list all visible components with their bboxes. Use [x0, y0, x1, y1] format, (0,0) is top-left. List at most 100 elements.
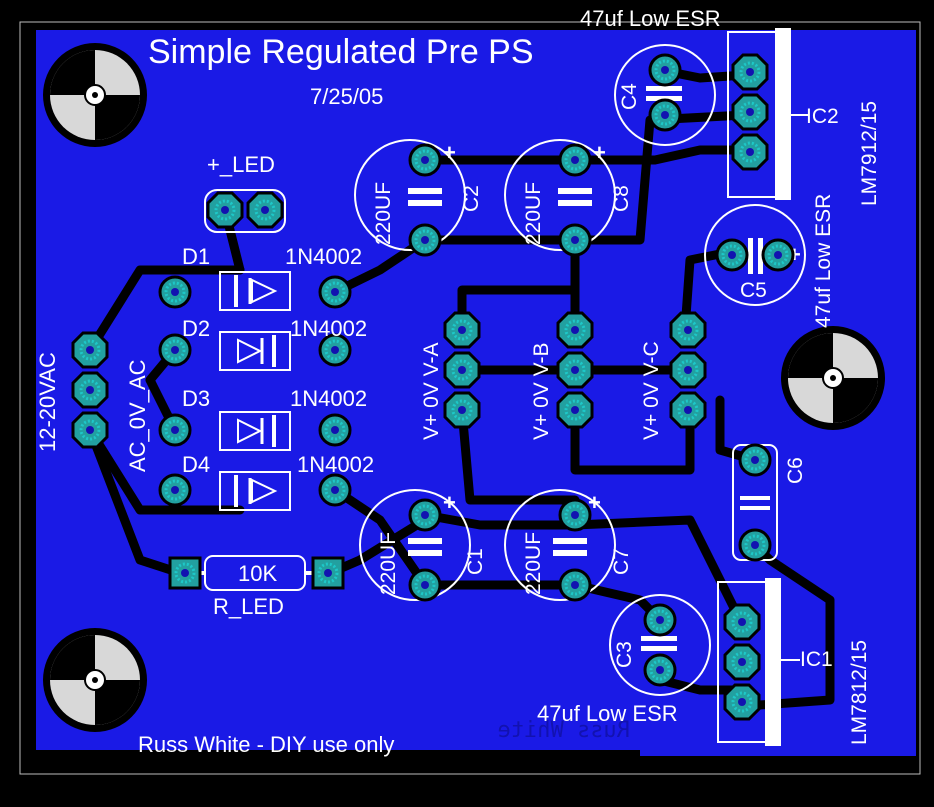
cap-c1-value: 220UF: [377, 532, 400, 595]
resistor-value: 10K: [238, 561, 277, 586]
cap-plate: [758, 238, 763, 274]
c4-note: 47uf Low ESR: [580, 6, 721, 31]
pad: [311, 556, 345, 590]
diode-outlines: [219, 271, 291, 511]
plus-icon: +: [443, 140, 456, 165]
trace: [85, 265, 245, 355]
pad: [408, 498, 442, 532]
pad: [206, 191, 244, 229]
pad: [558, 223, 592, 257]
plus-icon: +: [443, 490, 456, 515]
ic1-tab: [765, 578, 781, 746]
pad: [738, 443, 772, 477]
pad: [648, 53, 682, 87]
trace: [420, 110, 750, 245]
cap-plate: [408, 200, 442, 206]
cap-plate: [740, 496, 770, 500]
diode-d4: [219, 471, 291, 511]
pad: [443, 391, 481, 429]
plus-icon: +: [593, 140, 606, 165]
pad: [158, 413, 192, 447]
pad: [731, 53, 769, 91]
pad: [556, 311, 594, 349]
pad: [71, 371, 109, 409]
cap-plate: [408, 188, 442, 194]
pad: [318, 275, 352, 309]
diode-d1-name: D1: [182, 244, 210, 269]
cap-c2-value: 220UF: [372, 182, 395, 245]
pad: [723, 683, 761, 721]
cap-c8-value: 220UF: [522, 182, 545, 245]
cap-plate: [641, 636, 677, 641]
pad: [648, 98, 682, 132]
pad: [71, 411, 109, 449]
cap-plate: [408, 538, 442, 544]
pad: [168, 556, 202, 590]
pad: [723, 643, 761, 681]
cap-c8-name: C8: [610, 185, 633, 212]
board-outline: [19, 21, 921, 775]
diode-icon: [251, 278, 278, 304]
cap-c5-name: C5: [740, 279, 767, 302]
output-c-label: V+ 0V V-C: [640, 341, 663, 440]
cap-outline-c2: [354, 139, 466, 251]
pad: [731, 133, 769, 171]
diode-icon: [237, 418, 263, 444]
cap-c1-name: C1: [464, 548, 487, 575]
pad: [556, 391, 594, 429]
pad: [71, 331, 109, 369]
pad: [318, 413, 352, 447]
cap-plate: [408, 550, 442, 556]
cap-c7-name: C7: [610, 548, 633, 575]
input-pins-label: AC_0V_AC: [125, 359, 150, 472]
mounting-hole-icon: [43, 43, 147, 147]
trace: [85, 425, 245, 515]
diode-d4-part: 1N4002: [297, 452, 374, 477]
led-outline: [204, 189, 286, 233]
regulators: [717, 28, 808, 746]
silkscreen-text: Simple Regulated Pre PS 7/25/05 Russ Whi…: [35, 6, 881, 757]
diode-d4-name: D4: [182, 452, 210, 477]
pad: [643, 653, 677, 687]
cap-outline-c7: [504, 489, 616, 601]
plus-icon: +: [588, 490, 601, 515]
diode-d2-name: D2: [182, 316, 210, 341]
c3-note: 47uf Low ESR: [537, 701, 678, 726]
pad: [408, 143, 442, 177]
diode-d3-part: 1N4002: [290, 386, 367, 411]
trace: [655, 675, 745, 695]
ic2-part: LM7912/15: [858, 101, 881, 206]
diode-d3-name: D3: [182, 386, 210, 411]
ic1-name: IC1: [800, 648, 833, 671]
mirrored-text: Russ White: [498, 718, 630, 743]
pad: [731, 93, 769, 131]
trace: [330, 485, 430, 590]
cap-c7-value: 220UF: [522, 532, 545, 595]
board-date: 7/25/05: [310, 84, 383, 109]
cap-plate: [740, 506, 770, 510]
ic2-tab: [775, 28, 791, 200]
mounting-hole-icon: [43, 628, 147, 732]
pad: [158, 473, 192, 507]
trace: [85, 425, 185, 578]
pad: [669, 311, 707, 349]
pad: [158, 333, 192, 367]
cap-plate: [553, 538, 587, 544]
cap-plate: [553, 550, 587, 556]
pad: [761, 238, 795, 272]
pad: [669, 391, 707, 429]
diode-d2-part: 1N4002: [290, 316, 367, 341]
diode-d1: [219, 271, 291, 311]
cap-plate: [558, 200, 592, 206]
pad: [443, 311, 481, 349]
pad: [246, 191, 284, 229]
cap-plate: [646, 96, 682, 101]
pad: [715, 238, 749, 272]
diode-icon: [251, 478, 278, 504]
cap-plates: [408, 86, 770, 651]
pad: [558, 568, 592, 602]
board-footer: Russ White - DIY use only: [138, 732, 394, 757]
ic2-name: IC2: [806, 105, 839, 128]
cap-c2-name: C2: [460, 185, 483, 212]
trace: [420, 145, 750, 165]
